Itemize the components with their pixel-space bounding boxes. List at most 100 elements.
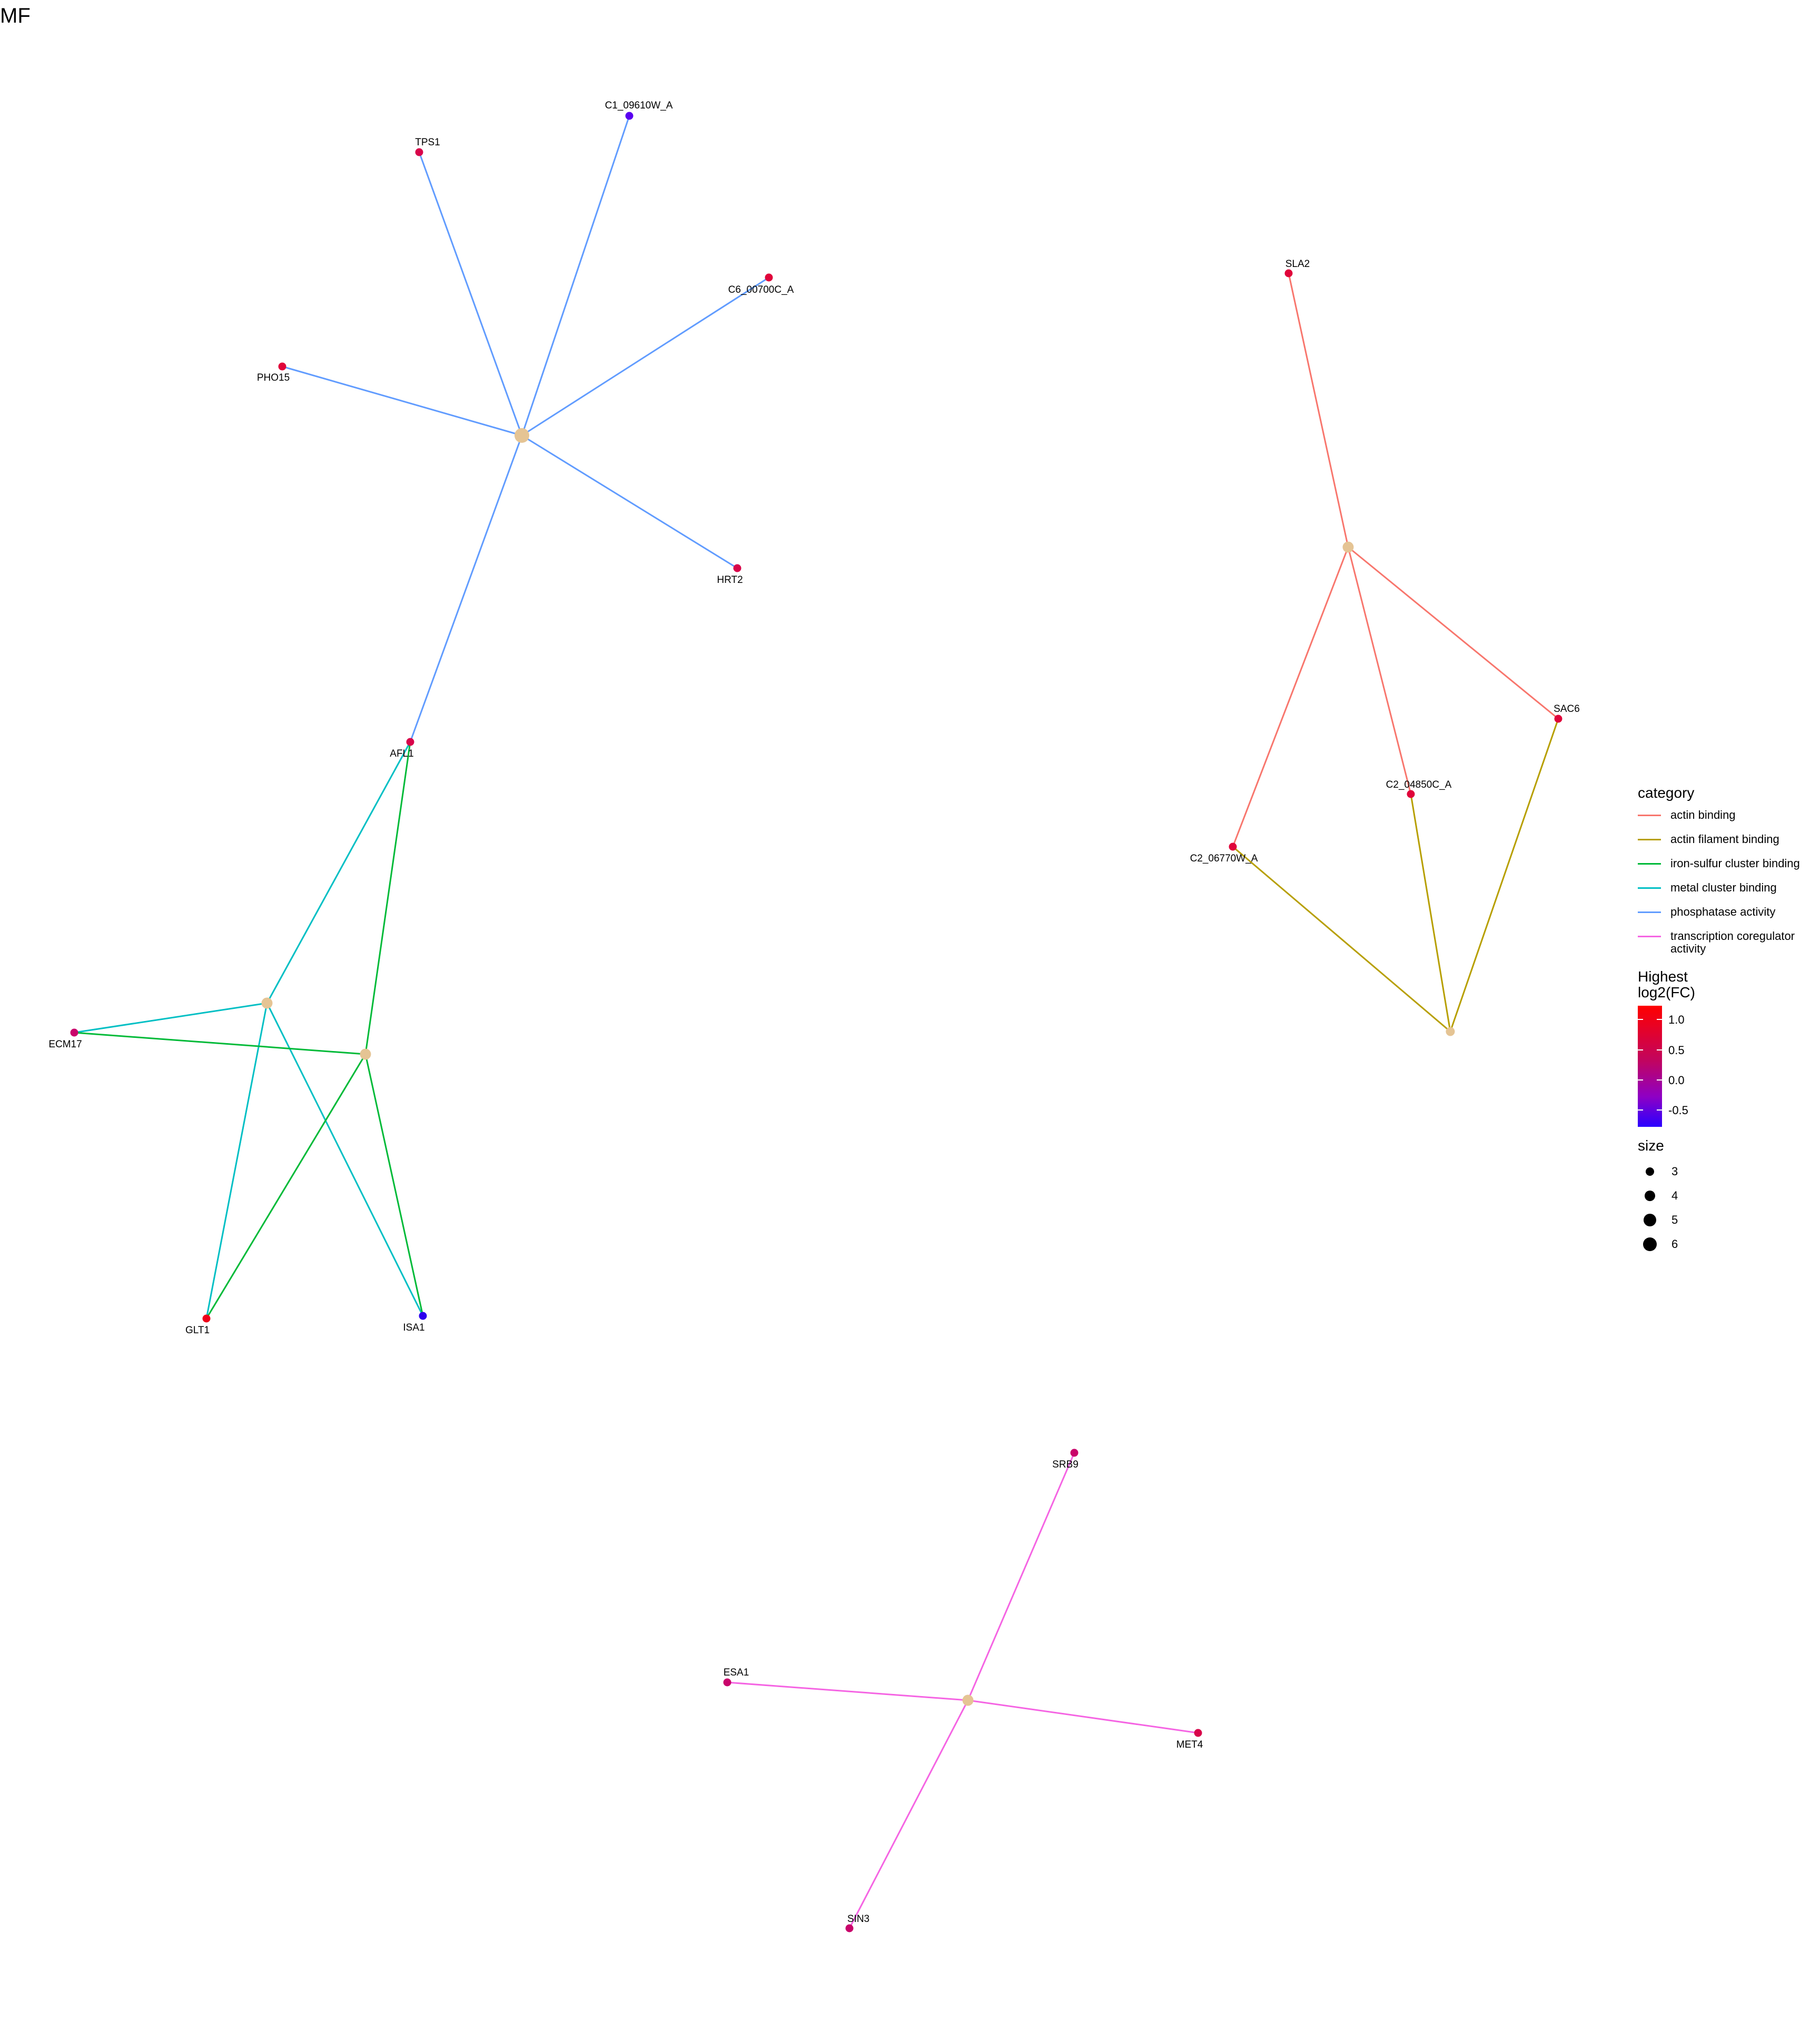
gene-node-glt1 (202, 1314, 211, 1323)
edge-phosphatase-activity-pho15 (282, 365, 522, 437)
category-node-transcription-coregulator-activity (962, 1694, 974, 1706)
legend: category actin binding actin filament bin… (1638, 785, 1817, 1256)
node-layer (70, 112, 1562, 1932)
category-legend: actin binding actin filament binding iron-… (1638, 809, 1817, 959)
gene-label-c1-09610w-a: C1_09610W_A (605, 100, 673, 111)
edge-phosphatase-activity-tps1 (418, 152, 523, 436)
category-node-phosphatase-activity (515, 428, 529, 443)
colorbar-tick-mark (1657, 1079, 1662, 1081)
edge-actin-binding-sac6 (1348, 546, 1559, 720)
gene-label-hrt2: HRT2 (717, 574, 743, 586)
legend-label: iron-sulfur cluster binding (1670, 857, 1800, 870)
edge-metal-cluster-binding-afl1 (266, 741, 411, 1004)
edge-actin-filament-binding-c2-04850c-a (1410, 794, 1451, 1032)
colorbar-tick-mark (1638, 1079, 1643, 1081)
edge-iron-sulfur-cluster-binding-isa1 (364, 1054, 424, 1316)
legend-item-iron-sulfur-cluster-binding: iron-sulfur cluster binding (1638, 857, 1817, 881)
gene-node-isa1 (419, 1312, 427, 1320)
size-dot (1643, 1237, 1657, 1252)
gene-node-c2-04850c-a (1407, 790, 1415, 798)
gene-label-tps1: TPS1 (415, 137, 440, 148)
colorbar-tick-label: 0.0 (1668, 1073, 1685, 1087)
gene-node-sac6 (1554, 715, 1562, 723)
legend-label: phosphatase activity (1670, 905, 1776, 918)
size-dot (1644, 1214, 1656, 1226)
plot-title: MF (0, 4, 31, 27)
legend-swatch (1638, 887, 1661, 889)
colorbar-title-line2: log2(FC) (1638, 984, 1695, 1000)
size-legend-title: size (1638, 1137, 1664, 1154)
colorbar-tick-mark (1657, 1109, 1662, 1111)
colorbar-tick-mark (1657, 1019, 1662, 1020)
colorbar-tick-mark (1638, 1109, 1643, 1111)
edge-transcription-coregulator-activity-srb9 (967, 1452, 1075, 1701)
size-label: 4 (1671, 1189, 1678, 1202)
edge-actin-filament-binding-sac6 (1449, 718, 1559, 1032)
edge-metal-cluster-binding-glt1 (205, 1003, 268, 1319)
gene-label-ecm17: ECM17 (48, 1039, 82, 1050)
legend-item-transcription-coregulator-activity: transcription coregulator activity (1638, 930, 1817, 959)
legend-label: actin binding (1670, 808, 1736, 821)
edge-metal-cluster-binding-isa1 (266, 1003, 424, 1316)
legend-item-actin-filament-binding: actin filament binding (1638, 833, 1817, 857)
legend-item-metal-cluster-binding: metal cluster binding (1638, 881, 1817, 906)
gene-node-sla2 (1284, 269, 1293, 277)
legend-swatch (1638, 936, 1661, 937)
legend-label: transcription coregulator activity (1670, 929, 1795, 955)
size-legend: 3 4 5 6 (1638, 1159, 1817, 1256)
legend-item-actin-binding: actin binding (1638, 809, 1817, 833)
edge-transcription-coregulator-activity-met4 (967, 1699, 1199, 1734)
edge-transcription-coregulator-activity-esa1 (727, 1681, 968, 1701)
size-dot (1645, 1167, 1655, 1176)
size-label: 5 (1671, 1213, 1678, 1226)
edge-phosphatase-activity-hrt2 (521, 434, 738, 569)
gene-label-esa1: ESA1 (724, 1667, 749, 1678)
legend-label: actin filament binding (1670, 832, 1779, 846)
gene-label-sac6: SAC6 (1554, 703, 1580, 715)
gene-label-sla2: SLA2 (1285, 259, 1310, 270)
legend-swatch (1638, 911, 1661, 913)
edge-phosphatase-activity-afl1 (409, 435, 523, 742)
category-node-metal-cluster-binding (261, 997, 273, 1009)
legend-swatch (1638, 815, 1661, 816)
category-node-iron-sulfur-cluster-binding (360, 1048, 371, 1060)
gene-node-c1-09610w-a (625, 112, 634, 120)
gene-label-srb9: SRB9 (1052, 1459, 1079, 1470)
category-legend-title: category (1638, 785, 1695, 801)
gene-label-sin3: SIN3 (847, 1914, 869, 1925)
colorbar-tick-label: 1.0 (1668, 1013, 1685, 1027)
gene-label-met4: MET4 (1176, 1739, 1203, 1750)
gene-node-afl1 (406, 738, 414, 746)
gene-label-glt1: GLT1 (185, 1325, 210, 1336)
category-node-actin-filament-binding (1446, 1027, 1455, 1036)
size-legend-item: 3 (1638, 1159, 1817, 1184)
size-label: 6 (1671, 1237, 1678, 1251)
colorbar-gradient (1638, 1006, 1662, 1127)
colorbar-title: Highest log2(FC) (1638, 969, 1817, 1000)
edge-actin-binding-c2-04850c-a (1347, 547, 1412, 795)
gene-label-pho15: PHO15 (257, 372, 290, 383)
colorbar-title-line1: Highest (1638, 968, 1688, 985)
gene-label-c6-00700c-a: C6_00700C_A (728, 284, 794, 295)
size-legend-item: 6 (1638, 1232, 1817, 1256)
colorbar-tick-label: -0.5 (1668, 1103, 1688, 1117)
gene-node-tps1 (415, 148, 423, 156)
gene-node-sin3 (845, 1924, 854, 1932)
size-legend-item: 4 (1638, 1184, 1817, 1208)
category-node-actin-binding (1342, 541, 1354, 553)
gene-node-c6-00700c-a (765, 273, 773, 282)
edge-metal-cluster-binding-ecm17 (74, 1002, 268, 1034)
size-label: 3 (1671, 1165, 1678, 1178)
edge-phosphatase-activity-c1-09610w-a (521, 115, 630, 436)
legend-item-phosphatase-activity: phosphatase activity (1638, 906, 1817, 930)
colorbar-tick-mark (1657, 1049, 1662, 1050)
gene-label-c2-04850c-a: C2_04850C_A (1386, 779, 1452, 790)
colorbar-tick-label: 0.5 (1668, 1043, 1685, 1057)
colorbar-tick-mark (1638, 1019, 1643, 1020)
edge-phosphatase-activity-c6-00700c-a (521, 276, 769, 437)
edge-iron-sulfur-cluster-binding-ecm17 (74, 1032, 366, 1055)
gene-label-afl1: AFL1 (390, 748, 413, 759)
